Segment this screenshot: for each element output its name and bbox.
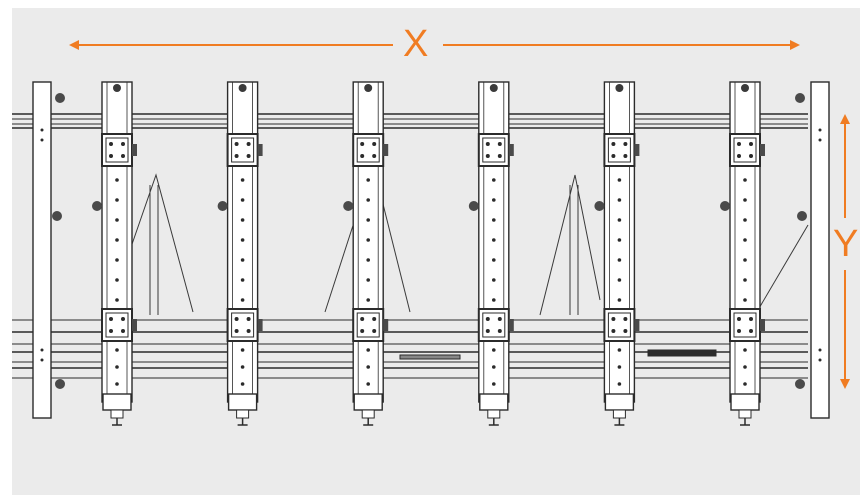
bracket bbox=[468, 81, 514, 426]
top-rail bbox=[12, 113, 808, 129]
bracket bbox=[92, 81, 137, 426]
bracket bbox=[343, 81, 389, 426]
bracket bbox=[720, 81, 765, 426]
bracket bbox=[217, 81, 263, 426]
diagram-background bbox=[12, 8, 860, 495]
mounting-brackets bbox=[92, 81, 765, 426]
bracket bbox=[594, 81, 640, 426]
dimension-x-label: X bbox=[403, 23, 429, 65]
dimension-y-label: Y bbox=[833, 223, 859, 265]
bottom-rail bbox=[12, 319, 808, 379]
right-end-plate bbox=[795, 81, 830, 419]
left-end-plate bbox=[32, 81, 65, 419]
support-wires bbox=[129, 173, 809, 316]
